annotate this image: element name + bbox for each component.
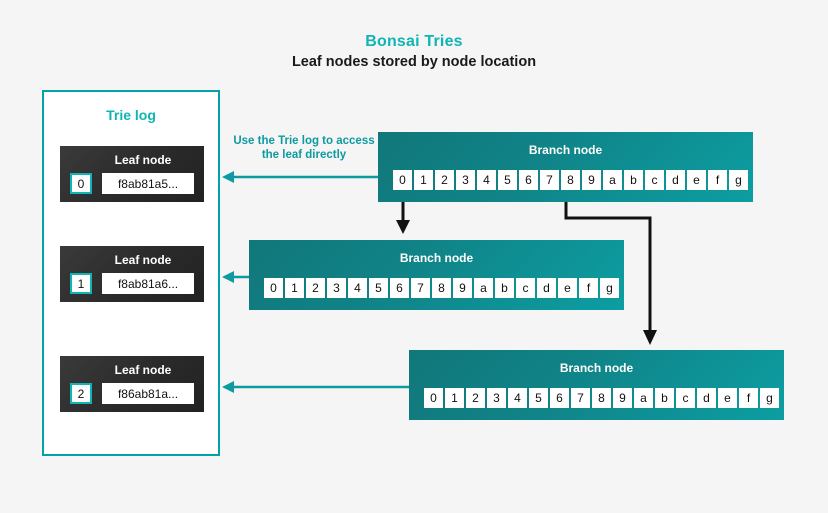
branch-node-label: Branch node (399, 251, 474, 265)
branch-node-cell[interactable]: 9 (613, 388, 632, 408)
branch-node-cell[interactable]: 3 (327, 278, 346, 298)
branch-node-cell[interactable]: c (516, 278, 535, 298)
branch-node-cell[interactable]: f (739, 388, 758, 408)
leaf-node-label: Leaf node (114, 253, 172, 267)
branch-node-cell[interactable]: f (708, 170, 727, 190)
branch-node-cell[interactable]: f (579, 278, 598, 298)
branch-node-cell[interactable]: e (558, 278, 577, 298)
branch-node-cell[interactable]: 8 (561, 170, 580, 190)
branch-node-cell[interactable]: 9 (453, 278, 472, 298)
branch-node-cell[interactable]: 8 (432, 278, 451, 298)
branch-node-cell[interactable]: c (645, 170, 664, 190)
branch-node-cell[interactable]: d (666, 170, 685, 190)
branch-node-cell[interactable]: 8 (592, 388, 611, 408)
leaf-node-label: Leaf node (114, 363, 172, 377)
branch-node-cell[interactable]: g (729, 170, 748, 190)
leaf-node-1[interactable]: Leaf node 1 f8ab81a6... (60, 246, 204, 302)
branch-node-cell[interactable]: a (603, 170, 622, 190)
branch-node-cell[interactable]: a (634, 388, 653, 408)
connector-branch1-to-leaf0 (222, 171, 378, 183)
leaf-node-0[interactable]: Leaf node 0 f8ab81a5... (60, 146, 204, 202)
page-title: Bonsai Tries (365, 33, 463, 50)
branch-node-label: Branch node (559, 361, 634, 375)
leaf-node-hash: f8ab81a5... (102, 173, 194, 194)
branch-node-cell[interactable]: 0 (393, 170, 412, 190)
branch-node-cell[interactable]: d (697, 388, 716, 408)
leaf-node-index: 2 (70, 383, 92, 404)
branch-node-cell[interactable]: 7 (540, 170, 559, 190)
branch-node-cell[interactable]: 2 (466, 388, 485, 408)
branch-node-cell[interactable]: 7 (411, 278, 430, 298)
branch-node-cell[interactable]: 1 (285, 278, 304, 298)
connector-branch3-to-leaf2 (222, 381, 409, 393)
annotation-trie-log-access: Use the Trie log to access the leaf dire… (233, 135, 375, 161)
branch-node-cell[interactable]: b (655, 388, 674, 408)
branch-node-cell[interactable]: 6 (519, 170, 538, 190)
connector-branch2-to-leaf1 (222, 271, 249, 283)
branch-node-cell[interactable]: 6 (390, 278, 409, 298)
branch-node-cell[interactable]: 4 (508, 388, 527, 408)
branch-node-cell[interactable]: d (537, 278, 556, 298)
leaf-node-index: 1 (70, 273, 92, 294)
branch-node-cell[interactable]: 5 (529, 388, 548, 408)
branch-node-cell[interactable]: 1 (445, 388, 464, 408)
leaf-node-hash: f86ab81a... (102, 383, 194, 404)
branch-node-cell[interactable]: c (676, 388, 695, 408)
branch-node-3[interactable]: Branch node (409, 350, 784, 420)
trie-log-title: Trie log (106, 107, 156, 123)
branch-node-cell[interactable]: 5 (369, 278, 388, 298)
leaf-node-hash: f8ab81a6... (102, 273, 194, 294)
branch-node-cell[interactable]: 1 (414, 170, 433, 190)
branch-node-cell[interactable]: e (687, 170, 706, 190)
leaf-node-label: Leaf node (114, 153, 172, 167)
leaf-node-index: 0 (70, 173, 92, 194)
branch-node-cell[interactable]: 0 (264, 278, 283, 298)
branch-node-label: Branch node (528, 143, 603, 157)
branch-node-cell[interactable]: 6 (550, 388, 569, 408)
branch-node-cell[interactable]: 2 (435, 170, 454, 190)
branch-node-cell[interactable]: 4 (348, 278, 367, 298)
branch-node-cell[interactable]: 2 (306, 278, 325, 298)
branch-node-2[interactable]: Branch node (249, 240, 624, 310)
leaf-node-2[interactable]: Leaf node 2 f86ab81a... (60, 356, 204, 412)
page-subtitle: Leaf nodes stored by node location (291, 54, 537, 70)
branch-node-cell[interactable]: e (718, 388, 737, 408)
branch-node-cell[interactable]: 3 (456, 170, 475, 190)
branch-node-cell[interactable]: 7 (571, 388, 590, 408)
branch-node-cell[interactable]: 5 (498, 170, 517, 190)
branch-node-cell[interactable]: b (495, 278, 514, 298)
branch-node-cell[interactable]: 4 (477, 170, 496, 190)
branch-node-cell[interactable]: a (474, 278, 493, 298)
branch-node-cell[interactable]: b (624, 170, 643, 190)
branch-node-cell[interactable]: 9 (582, 170, 601, 190)
branch-node-cell[interactable]: 3 (487, 388, 506, 408)
branch-node-cell[interactable]: g (760, 388, 779, 408)
branch-node-cell[interactable]: g (600, 278, 619, 298)
branch-node-cell[interactable]: 0 (424, 388, 443, 408)
